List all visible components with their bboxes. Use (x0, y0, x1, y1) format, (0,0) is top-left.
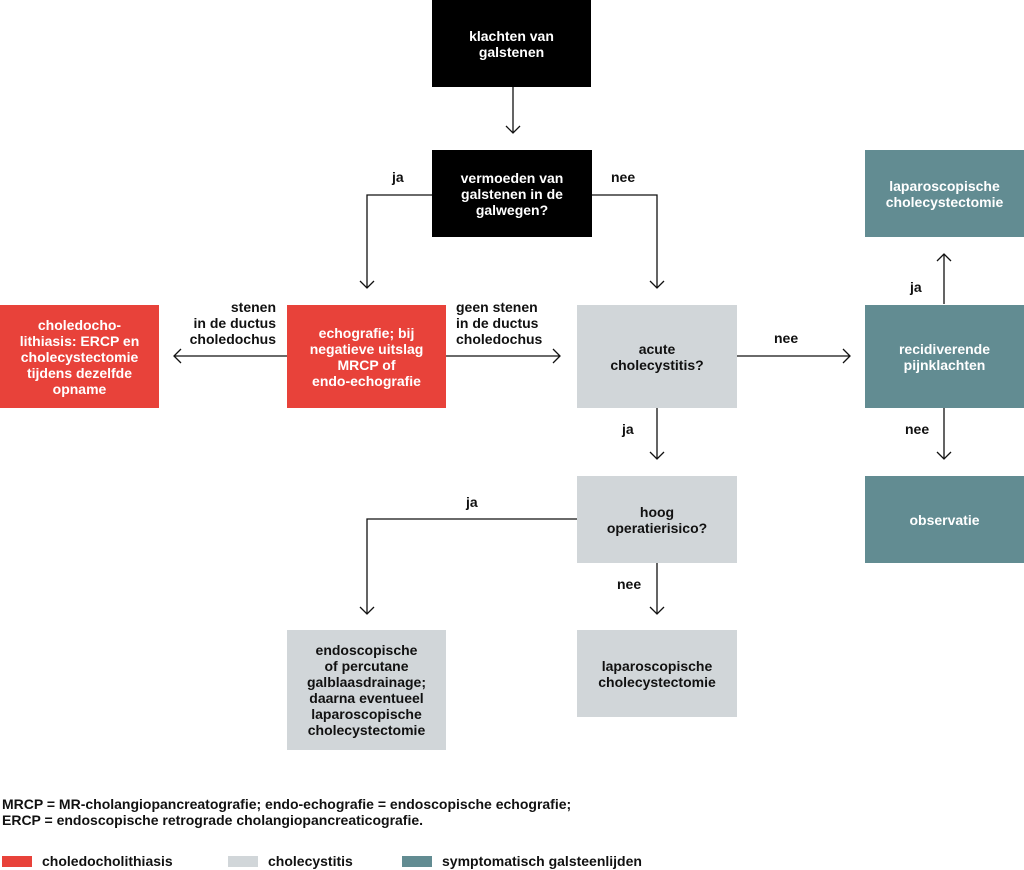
node-laparoscopische-cholecystectomie-teal: laparoscopische cholecystectomie (865, 150, 1024, 237)
legend-swatch-red (2, 855, 32, 867)
edge-label-nee-recidief: nee (905, 421, 930, 437)
node-klachten: klachten van galstenen (432, 0, 591, 87)
arrowhead (842, 348, 851, 364)
edge-label-nee-galwegen: nee (611, 169, 636, 185)
node-acute-cholecystitis: acute cholecystitis? (577, 305, 737, 408)
edge-label-ja-acute: ja (622, 421, 634, 437)
arrowhead (505, 125, 521, 134)
edge-label-nee-acute: nee (774, 330, 799, 346)
legend-item-choledocholithiasis: choledocholithiasis (2, 852, 173, 870)
legend-item-cholecystitis: cholecystitis (228, 852, 353, 870)
node-choledocholithiasis: choledocho- lithiasis: ERCP en cholecyst… (0, 305, 159, 408)
arrowhead (649, 280, 665, 289)
legend-swatch-teal (402, 855, 432, 867)
arrowhead (936, 253, 952, 262)
legend-swatch-grey (228, 855, 258, 867)
node-recidiverende-pijnklachten: recidiverende pijnklachten (865, 305, 1024, 408)
arrowhead (359, 606, 375, 615)
arrow-ja-to-echo (366, 194, 432, 288)
edge-label-ja-recidief: ja (910, 279, 922, 295)
edge-label-geen-stenen: geen stenen in de ductus choledochus (456, 299, 543, 347)
arrowhead (552, 348, 561, 364)
arrowhead (936, 451, 952, 460)
footnote-line-1: MRCP = MR-cholangiopancreatografie; endo… (2, 796, 572, 812)
edge-label-nee-hoog: nee (617, 576, 642, 592)
edge-label-ja-hoog: ja (466, 494, 478, 510)
node-observatie: observatie (865, 476, 1024, 563)
edge-label-ja-galwegen: ja (392, 169, 404, 185)
arrow-hoog-to-drainage (366, 518, 577, 614)
arrowhead (359, 280, 375, 289)
legend-label: choledocholithiasis (42, 853, 173, 869)
node-echografie: echografie; bij negatieve uitslag MRCP o… (287, 305, 446, 408)
node-laparoscopische-cholecystectomie-grey: laparoscopische cholecystectomie (577, 630, 737, 717)
footnote-line-2: ERCP = endoscopische retrograde cholangi… (2, 812, 424, 828)
legend-label: cholecystitis (268, 853, 353, 869)
arrowhead (173, 348, 182, 364)
legend-item-symptomatisch: symptomatisch galsteenlijden (402, 852, 642, 870)
arrowhead (649, 451, 665, 460)
arrowhead (649, 606, 665, 615)
node-vermoeden-galwegen: vermoeden van galstenen in de galwegen? (432, 150, 592, 237)
edge-label-stenen: stenen in de ductus choledochus (189, 299, 276, 347)
footnote: MRCP = MR-cholangiopancreatografie; endo… (2, 796, 571, 828)
node-galblaasdrainage: endoscopische of percutane galblaasdrain… (287, 630, 446, 750)
arrow-nee-to-acute (592, 194, 658, 288)
legend-label: symptomatisch galsteenlijden (442, 853, 642, 869)
node-hoog-operatierisico: hoog operatierisico? (577, 476, 737, 563)
